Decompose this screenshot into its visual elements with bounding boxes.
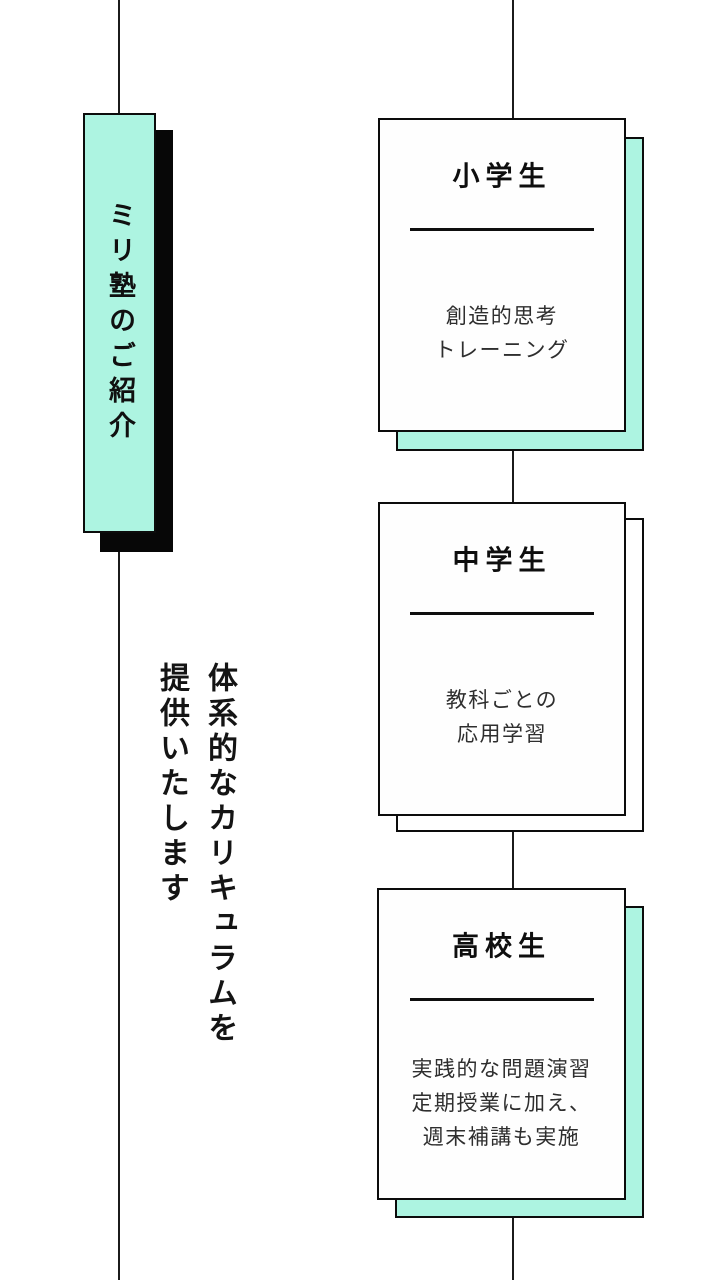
card-juniorhigh-body-line-2: 応用学習	[457, 722, 547, 746]
card-elementary-body: 創造的思考 トレーニング	[380, 299, 624, 367]
section-banner: ミリ塾のご紹介	[83, 113, 156, 533]
tagline: 体系的なカリキュラムを 提供いたします	[147, 662, 243, 1062]
card-juniorhigh-body-line-1: 教科ごとの	[445, 688, 559, 712]
card-juniorhigh: 中学生 教科ごとの 応用学習	[378, 502, 626, 816]
card-highschool-body-line-1: 実践的な問題演習	[411, 1057, 592, 1081]
card-juniorhigh-title: 中学生	[452, 545, 552, 577]
card-elementary-title: 小学生	[452, 161, 552, 193]
timeline-line-left	[118, 0, 120, 1280]
tagline-line-2: 提供いたします	[154, 662, 189, 907]
card-juniorhigh-divider	[410, 612, 594, 615]
card-elementary-divider	[410, 228, 594, 231]
card-elementary-body-line-1: 創造的思考	[445, 304, 559, 328]
card-highschool-body: 実践的な問題演習 定期授業に加え、 週末補講も実施	[379, 1052, 624, 1154]
card-highschool-body-line-3: 週末補講も実施	[422, 1125, 581, 1149]
card-highschool: 高校生 実践的な問題演習 定期授業に加え、 週末補講も実施	[377, 888, 626, 1200]
card-highschool-body-line-2: 定期授業に加え、	[411, 1091, 592, 1115]
card-elementary: 小学生 創造的思考 トレーニング	[378, 118, 626, 432]
card-highschool-title: 高校生	[452, 931, 551, 963]
section-title: ミリ塾のご紹介	[104, 200, 135, 446]
card-juniorhigh-body: 教科ごとの 応用学習	[380, 683, 624, 751]
tagline-line-1: 体系的なカリキュラムを	[202, 662, 237, 1047]
card-elementary-body-line-2: トレーニング	[434, 338, 570, 362]
card-highschool-divider	[409, 998, 594, 1001]
